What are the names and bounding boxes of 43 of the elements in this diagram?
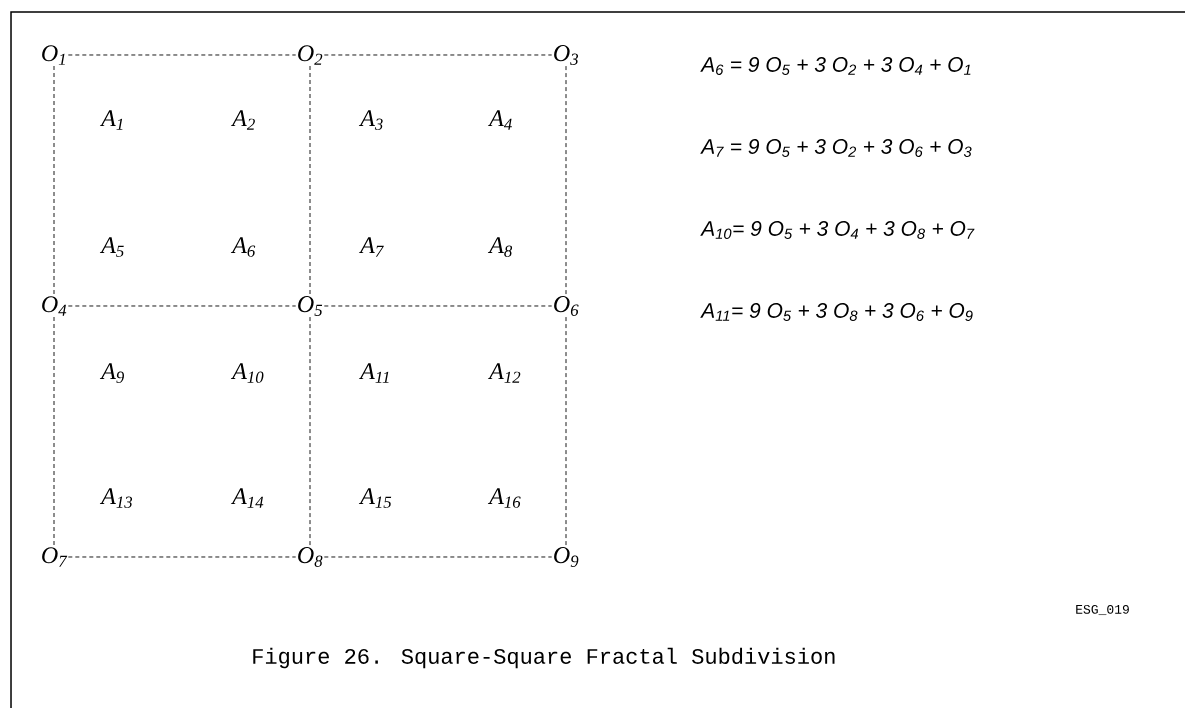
grid-line xyxy=(67,556,297,558)
equation: A$_{11}$= 9 O$_{5}$ + 3 O$_{8}$ + 3 O$_{6}$ + O$_{9}$ xyxy=(700,303,973,321)
caption: Figure 26. Square-Square Fractal Subdivision xyxy=(253,647,835,669)
grid-line xyxy=(67,305,297,307)
grid-line xyxy=(323,305,553,307)
grid-line xyxy=(309,65,311,296)
cell-label: A$_{13}$ xyxy=(99,488,133,508)
cell-label: A$_{12}$ xyxy=(487,363,521,383)
grid-line xyxy=(53,65,55,296)
equation: A$_{7}$ = 9 O$_{5}$ + 3 O$_{2}$ + 3 O$_{6}$ + O$_{3}$ xyxy=(700,139,972,157)
cell-label: A$_{5}$ xyxy=(99,237,124,257)
grid-line xyxy=(323,556,553,558)
equation: A$_{10}$= 9 O$_{5}$ + 3 O$_{4}$ + 3 O$_{8}$ + O$_{7}$ xyxy=(700,221,975,239)
point-label: O$_{7}$ xyxy=(42,547,68,567)
point-label: O$_{2}$ xyxy=(298,45,323,65)
point-label: O$_{3}$ xyxy=(554,45,579,65)
equation: A$_{6}$ = 9 O$_{5}$ + 3 O$_{2}$ + 3 O$_{4}$ + O$_{1}$ xyxy=(700,57,971,75)
point-label: O$_{8}$ xyxy=(298,547,323,567)
point-label: O$_{1}$ xyxy=(42,45,65,65)
cell-label: A$_{7}$ xyxy=(358,237,384,257)
point-label: O$_{5}$ xyxy=(298,296,323,316)
cell-label: A$_{9}$ xyxy=(99,363,124,383)
figure-id: ESG_019 xyxy=(1076,604,1129,616)
cell-label: A$_{8}$ xyxy=(487,237,513,257)
grid-line xyxy=(565,316,567,547)
grid-line xyxy=(565,65,567,296)
cell-label: A$_{6}$ xyxy=(230,237,256,257)
cell-label: A$_{10}$ xyxy=(230,363,264,383)
grid-line xyxy=(309,316,311,547)
cell-label: A$_{1}$ xyxy=(99,110,123,130)
point-label: O$_{6}$ xyxy=(554,296,579,316)
cell-label: A$_{16}$ xyxy=(487,488,521,508)
cell-label: A$_{15}$ xyxy=(358,488,392,508)
point-label: O$_{9}$ xyxy=(554,547,579,567)
grid-line xyxy=(53,316,55,547)
cell-label: A$_{4}$ xyxy=(487,110,512,130)
cell-label: A$_{2}$ xyxy=(230,110,255,130)
grid-line xyxy=(67,54,297,56)
grid-line xyxy=(323,54,553,56)
cell-label: A$_{3}$ xyxy=(358,110,383,130)
point-label: O$_{4}$ xyxy=(42,296,67,316)
cell-label: A$_{14}$ xyxy=(230,488,264,508)
cell-label: A$_{11}$ xyxy=(358,363,389,383)
